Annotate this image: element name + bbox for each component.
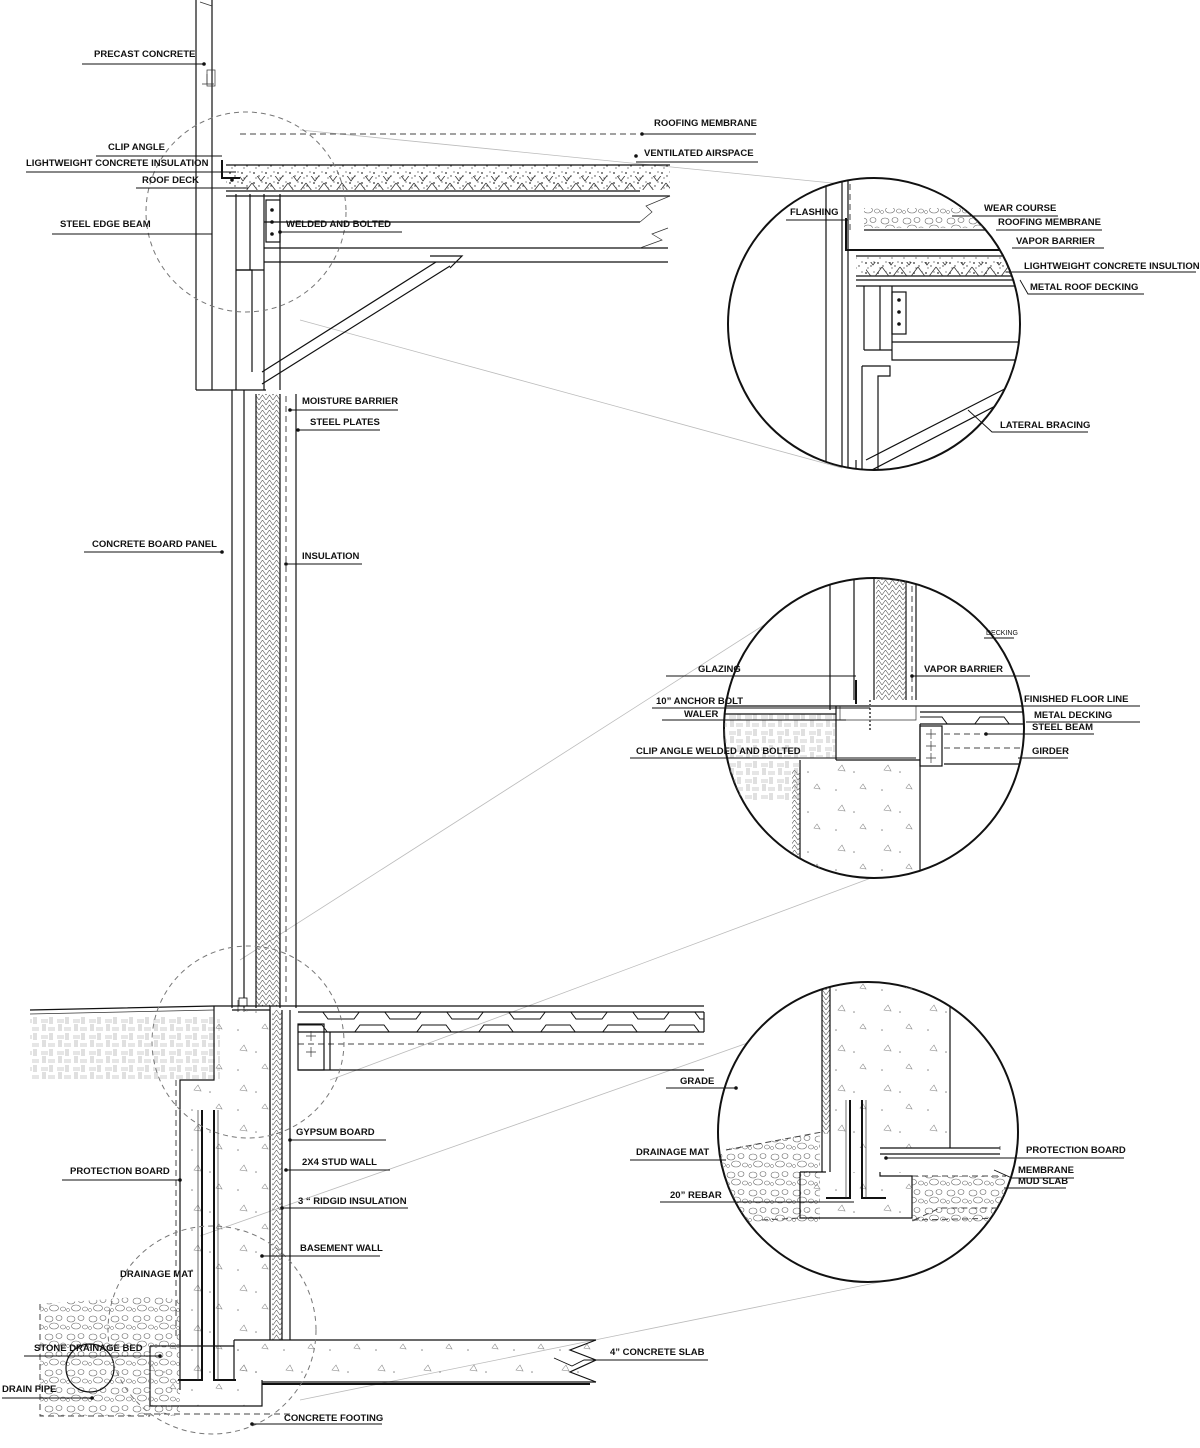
roof-label-wear-course: WEAR COURSE	[984, 203, 1056, 214]
floor-label-decking: DECKING	[986, 630, 1018, 637]
floor-label-clip-angle-welded-bolted: CLIP ANGLE WELDED AND BOLTED	[636, 746, 801, 757]
roof-label-metal-roof-decking: METAL ROOF DECKING	[1030, 282, 1138, 293]
label-gypsum-board: GYPSUM BOARD	[296, 1127, 375, 1138]
footing-label-mud-slab: MUD SLAB	[1018, 1176, 1068, 1187]
label-drainage-mat: DRAINAGE MAT	[120, 1269, 193, 1280]
floor-label-vapor-barrier: VAPOR BARRIER	[924, 664, 1003, 675]
label-clip-angle: CLIP ANGLE	[108, 142, 165, 153]
label-roofing-membrane: ROOFING MEMBRANE	[654, 118, 757, 129]
label-ridgid-insulation: 3 “ RIDGID INSULATION	[298, 1196, 407, 1207]
floor-label-anchor-bolt: 10” ANCHOR BOLT	[656, 696, 743, 707]
roof-label-flashing: FLASHING	[790, 207, 839, 218]
footing-label-20-rebar: 20” REBAR	[670, 1190, 722, 1201]
floor-label-metal-decking: METAL DECKING	[1034, 710, 1112, 721]
floor-label-waler: WALER	[684, 709, 718, 720]
roof-label-lateral-bracing: LATERAL BRACING	[1000, 420, 1090, 431]
detail-roof: FLASHING WEAR COURSE ROOFING MEMBRANE VA…	[727, 177, 1200, 471]
footing-label-membrane: MEMBRANE	[1018, 1165, 1074, 1176]
label-concrete-board-panel: CONCRETE BOARD PANEL	[92, 539, 217, 550]
label-insulation: INSULATION	[302, 551, 359, 562]
label-stone-drainage-bed: STONE DRAINAGE BED	[34, 1343, 143, 1354]
label-protection-board: PROTECTION BOARD	[70, 1166, 170, 1177]
main-section	[29, 0, 931, 1435]
floor-label-girder: GIRDER	[1032, 746, 1069, 757]
label-ventilated-airspace: VENTILATED AIRSPACE	[644, 148, 754, 159]
label-2x4-stud-wall: 2X4 STUD WALL	[302, 1157, 377, 1168]
detail-floor: DECKING GLAZING VAPOR BARRIER FINISHED F…	[630, 577, 1140, 879]
label-lightweight-concrete-insulation: LIGHTWEIGHT CONCRETE INSULATION	[26, 158, 209, 169]
label-basement-wall: BASEMENT WALL	[300, 1243, 383, 1254]
roof-label-vapor-barrier: VAPOR BARRIER	[1016, 236, 1095, 247]
footing-label-grade: GRADE	[680, 1076, 714, 1087]
footing-label-drainage-mat: DRAINAGE MAT	[636, 1147, 709, 1158]
label-steel-edge-beam: STEEL EDGE BEAM	[60, 219, 151, 230]
floor-label-steel-beam: STEEL BEAM	[1032, 722, 1093, 733]
roof-label-roofing-membrane: ROOFING MEMBRANE	[998, 217, 1101, 228]
roof-label-lightweight-concrete: LIGHTWEIGHT CONCRETE INSULTION	[1024, 261, 1200, 272]
footing-label-protection-board: PROTECTION BOARD	[1026, 1145, 1126, 1156]
main-labels: PRECAST CONCRETE ROOFING MEMBRANE VENTIL…	[2, 49, 758, 1426]
label-moisture-barrier: MOISTURE BARRIER	[302, 396, 398, 407]
label-4-concrete-slab: 4” CONCRETE SLAB	[610, 1347, 705, 1358]
label-steel-plates: STEEL PLATES	[310, 417, 380, 428]
label-drain-pipe: DRAIN PIPE	[2, 1384, 56, 1395]
floor-label-glazing: GLAZING	[698, 664, 741, 675]
label-precast-concrete: PRECAST CONCRETE	[94, 49, 195, 60]
floor-label-finished-floor-line: FINISHED FLOOR LINE	[1024, 694, 1129, 705]
label-concrete-footing: CONCRETE FOOTING	[284, 1413, 383, 1424]
label-welded-and-bolted: WELDED AND BOLTED	[286, 219, 391, 230]
label-roof-deck: ROOF DECK	[142, 175, 199, 186]
